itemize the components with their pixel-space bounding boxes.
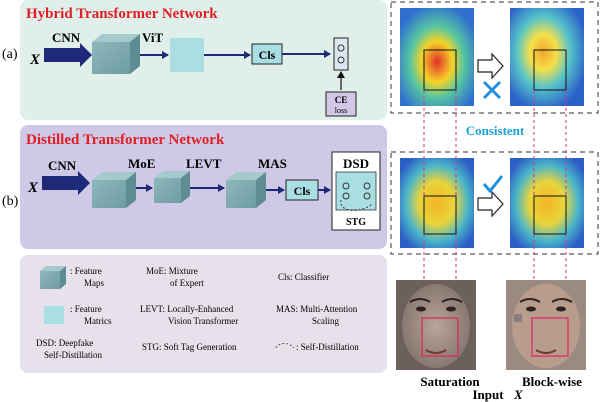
ce-loss-box — [325, 91, 357, 117]
legend-dsd-1: DSD: Deepfake — [36, 338, 93, 348]
self-distillation-icon — [340, 182, 373, 211]
block-connector-lines — [423, 90, 567, 318]
ce-label: CE — [335, 95, 348, 105]
legend-cube-icon — [40, 266, 66, 289]
heatmap-block-tl — [423, 49, 457, 91]
feature-map-cube-a — [92, 34, 140, 74]
legend-mas-1: MAS: Multi-Attention — [276, 304, 358, 314]
panel-b-title: Distilled Transformer Network — [26, 132, 225, 148]
panel-a-cnn-label: CNN — [52, 30, 81, 45]
mas-label: MAS — [258, 156, 287, 171]
feature-matrix-a — [170, 38, 204, 72]
legend-feature-maps-2: Maps — [84, 278, 104, 288]
legend-matrix-icon — [44, 306, 64, 324]
legend-background — [20, 255, 387, 373]
face-saturation — [396, 280, 476, 370]
check-mark-icon — [482, 175, 504, 194]
legend-stg: STG: Soft Tag Generation — [142, 342, 237, 352]
arrow-right-icon — [44, 43, 92, 67]
panel-a-input: X — [29, 52, 41, 68]
arrow-right-icon — [477, 52, 504, 80]
heatmap-top-right — [510, 8, 584, 106]
feature-map-cube-b2 — [154, 171, 190, 203]
legend-sd: : Self-Distillation — [296, 342, 359, 352]
heatmap-top-left — [400, 8, 474, 106]
legend-levt-2: Vision Transformer — [168, 316, 238, 326]
panel-distilled-transformer: Distilled Transformer Network (b) X CNN … — [2, 125, 387, 249]
loss-label: loss — [335, 106, 347, 115]
right-visualizations: Consistent — [390, 1, 599, 402]
heatmap-block-ml — [423, 195, 457, 235]
output-vector-a — [333, 37, 349, 71]
self-distillation-icon — [275, 343, 295, 349]
arrow-right-icon — [477, 190, 504, 218]
panel-a-title: Hybrid Transformer Network — [26, 6, 218, 22]
panel-b-input: X — [27, 180, 39, 196]
saturation-label: Saturation — [420, 374, 480, 389]
input-caption: Input — [472, 387, 504, 402]
legend-cls: Cls: Classifier — [278, 272, 329, 282]
heatmap-block-mr — [533, 195, 567, 235]
arrow-right-icon — [42, 171, 90, 195]
bottom-dashed-group — [390, 151, 599, 255]
feature-map-cube-b3 — [226, 172, 266, 208]
legend-mas-2: Scaling — [312, 316, 339, 326]
cls-label-a: Cls — [259, 48, 276, 62]
legend-panel: : Feature Maps MoE: Mixture of Expert Cl… — [20, 255, 387, 373]
input-variable: X — [513, 387, 523, 402]
legend-feature-matrics-2: Matrics — [84, 316, 112, 326]
legend-dsd-2: Self-Distillation — [44, 350, 102, 360]
top-dashed-group — [390, 1, 599, 114]
moe-label: MoE — [128, 156, 155, 171]
consistent-label: Consistent — [466, 123, 525, 138]
stg-label: STG — [346, 217, 366, 228]
legend-moe-2: of Expert — [170, 278, 204, 288]
panel-b-label: (b) — [2, 194, 19, 209]
blockwise-label: Block-wise — [522, 374, 582, 389]
legend-feature-matrics-1: : Feature — [70, 304, 102, 314]
legend-levt-1: LEVT: Locally-Enhanced — [140, 304, 234, 314]
heatmap-mid-right — [510, 158, 584, 248]
heatmap-mid-left — [400, 158, 474, 248]
face-blockwise — [506, 280, 586, 370]
dsd-label: DSD — [343, 156, 369, 171]
panel-hybrid-transformer: Hybrid Transformer Network (a) X CNN ViT… — [2, 0, 387, 120]
panel-a-label: (a) — [2, 47, 18, 62]
panel-a-vit-label: ViT — [142, 30, 164, 45]
legend-feature-maps-1: : Feature — [70, 266, 102, 276]
legend-moe-1: MoE: Mixture — [146, 266, 198, 276]
heatmap-block-tr — [533, 49, 567, 91]
panel-b-cnn-label: CNN — [48, 158, 77, 173]
levt-label: LEVT — [186, 156, 222, 171]
cross-mark-icon — [482, 80, 502, 100]
cls-label-b: Cls — [294, 184, 311, 198]
feature-map-cube-b1 — [92, 172, 136, 208]
